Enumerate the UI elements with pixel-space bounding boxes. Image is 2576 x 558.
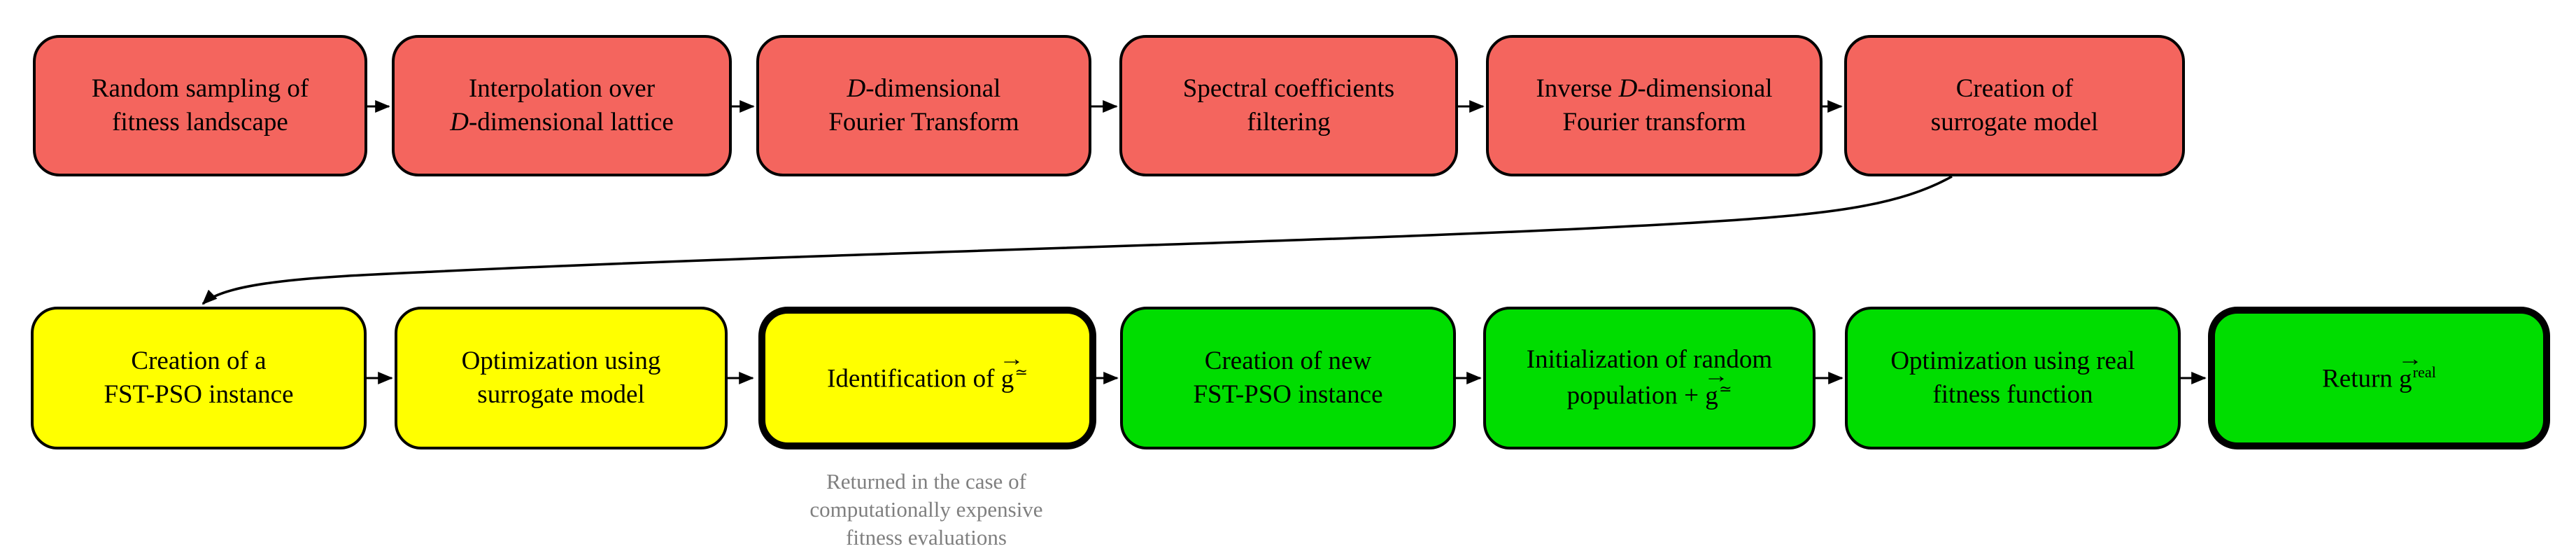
vector-arrow-icon: → bbox=[999, 347, 1025, 370]
note-line-1: Returned in the case of bbox=[826, 469, 1026, 494]
note-line-3: fitness evaluations bbox=[846, 525, 1007, 550]
note-line-2: computationally expensive bbox=[809, 497, 1043, 522]
vector-arrow-icon: → bbox=[1703, 364, 1729, 387]
node-identification-gbest: Identification of g→≃ bbox=[758, 307, 1096, 449]
node-return-gbest-real: Return g→real bbox=[2208, 307, 2550, 449]
note-expensive-fitness: Returned in the case of computationally … bbox=[716, 468, 1136, 552]
surrogate-to-fstpso-arrow bbox=[201, 175, 1953, 305]
vector-arrow-icon: → bbox=[2397, 347, 2423, 370]
